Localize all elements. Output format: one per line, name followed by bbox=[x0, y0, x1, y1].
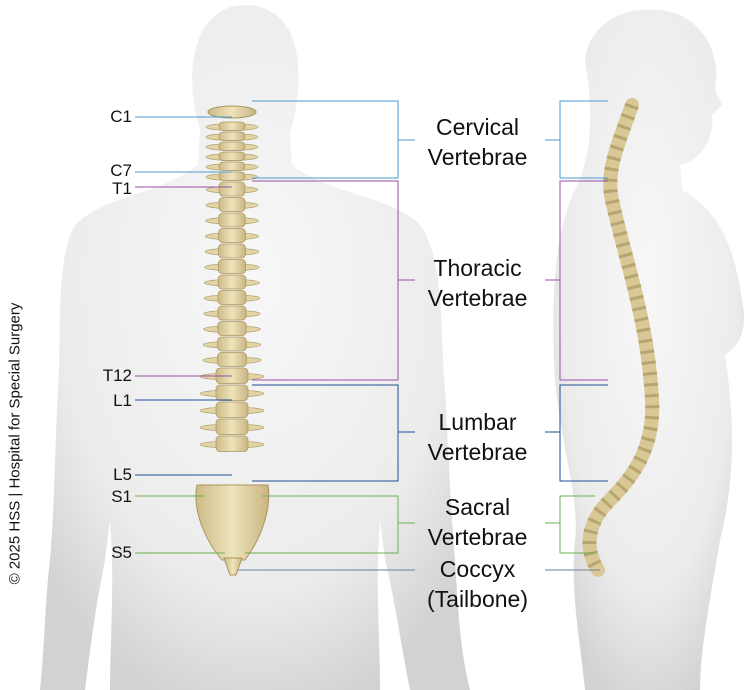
thoracic-lines bbox=[135, 180, 608, 381]
vertebra bbox=[217, 274, 247, 290]
back-spine bbox=[199, 105, 265, 452]
label-c1: C1 bbox=[110, 107, 132, 126]
vertebra bbox=[217, 352, 247, 367]
group-subtitle: (Tailbone) bbox=[427, 586, 528, 612]
cervical-lines bbox=[135, 100, 608, 179]
label-t1: T1 bbox=[112, 179, 132, 198]
label-l1: L1 bbox=[113, 391, 132, 410]
group-title: Cervical bbox=[435, 114, 520, 140]
group-title: Lumbar bbox=[438, 409, 517, 435]
group-title: Sacral bbox=[444, 494, 511, 520]
vertebra bbox=[218, 131, 246, 141]
vertebra bbox=[218, 161, 246, 171]
vertebra bbox=[215, 384, 249, 401]
label-l5: L5 bbox=[113, 465, 132, 484]
vertebra bbox=[217, 305, 247, 321]
vertebra bbox=[218, 228, 246, 243]
vertebra bbox=[218, 121, 246, 131]
copyright: © 2025 HSS | Hospital for Special Surger… bbox=[6, 302, 24, 585]
vertebra bbox=[218, 259, 247, 274]
label-t12: T12 bbox=[102, 366, 132, 385]
label-s5: S5 bbox=[111, 543, 132, 562]
sacrum bbox=[195, 484, 270, 561]
vertebra bbox=[217, 336, 247, 352]
coccyx-bone bbox=[223, 557, 243, 576]
vertebra bbox=[207, 105, 257, 119]
vertebra bbox=[218, 181, 246, 197]
label-s1: S1 bbox=[111, 487, 132, 506]
vertebra bbox=[215, 435, 249, 452]
group-coccyx: Coccyx (Tailbone) bbox=[405, 554, 550, 614]
group-subtitle: Vertebrae bbox=[427, 524, 528, 550]
vertebra bbox=[218, 151, 246, 161]
group-title: Thoracic bbox=[433, 255, 522, 281]
vertebra bbox=[217, 290, 247, 305]
vertebra bbox=[218, 212, 246, 228]
group-subtitle: Vertebrae bbox=[427, 285, 528, 311]
group-title: Coccyx bbox=[439, 556, 516, 582]
group-subtitle: Vertebrae bbox=[427, 144, 528, 170]
vertebra bbox=[218, 197, 246, 212]
vertebra bbox=[215, 418, 249, 435]
lumbar-lines bbox=[135, 384, 608, 482]
vertebra bbox=[218, 243, 246, 259]
vertebra bbox=[218, 141, 246, 151]
group-subtitle: Vertebrae bbox=[427, 439, 528, 465]
label-c7: C7 bbox=[110, 161, 132, 180]
vertebra bbox=[215, 401, 249, 418]
back-view-body bbox=[40, 5, 470, 690]
sacral-lines bbox=[135, 495, 595, 554]
vertebra bbox=[217, 321, 247, 336]
vertebra bbox=[218, 171, 246, 181]
